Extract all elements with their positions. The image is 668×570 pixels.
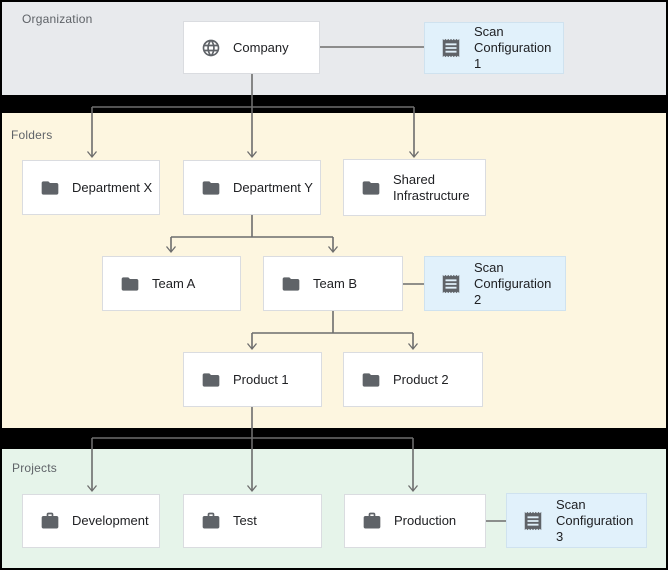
briefcase-icon (201, 511, 221, 531)
section-organization-label: Organization (22, 12, 93, 26)
section-folders-label: Folders (11, 128, 53, 142)
receipt-icon (522, 510, 544, 532)
node-production: Production (344, 494, 486, 548)
node-label: Team A (152, 275, 196, 291)
section-projects-label: Projects (12, 461, 57, 475)
briefcase-icon (40, 511, 60, 531)
globe-icon (201, 38, 221, 58)
node-product-1: Product 1 (183, 352, 322, 407)
node-label: Test (233, 513, 257, 528)
node-product-2: Product 2 (343, 352, 483, 407)
node-shared-infrastructure: Shared Infrastructure (343, 159, 486, 216)
briefcase-icon (362, 511, 382, 531)
node-test: Test (183, 494, 322, 548)
node-label: Scan Configuration 3 (556, 496, 634, 544)
folder-icon (201, 178, 221, 198)
node-label: Development (72, 513, 149, 528)
folder-icon (201, 370, 221, 390)
node-label: Shared Infrastructure (393, 171, 470, 203)
receipt-icon (440, 37, 462, 59)
node-label: Department Y (233, 179, 313, 195)
node-scan-configuration-3: Scan Configuration 3 (506, 493, 647, 548)
folder-icon (281, 274, 301, 294)
node-team-b: Team B (263, 256, 403, 311)
folder-icon (361, 178, 381, 198)
node-scan-configuration-1: Scan Configuration 1 (424, 22, 564, 74)
node-label: Company (233, 39, 289, 55)
node-scan-configuration-2: Scan Configuration 2 (424, 256, 566, 311)
folder-icon (361, 370, 381, 390)
node-label: Scan Configuration 1 (474, 24, 552, 71)
node-development: Development (22, 494, 160, 548)
node-label: Scan Configuration 2 (474, 259, 552, 307)
folder-icon (120, 274, 140, 294)
receipt-icon (440, 273, 462, 295)
node-department-y: Department Y (183, 160, 321, 215)
node-label: Department X (72, 179, 153, 195)
node-label: Product 2 (393, 371, 449, 387)
node-team-a: Team A (102, 256, 241, 311)
node-label: Product 1 (233, 371, 289, 387)
node-label: Production (394, 513, 457, 528)
node-company: Company (183, 21, 320, 74)
node-department-x: Department X (22, 160, 160, 215)
section-organization: Organization (2, 2, 666, 95)
folder-icon (40, 178, 60, 198)
node-label: Team B (313, 275, 358, 291)
